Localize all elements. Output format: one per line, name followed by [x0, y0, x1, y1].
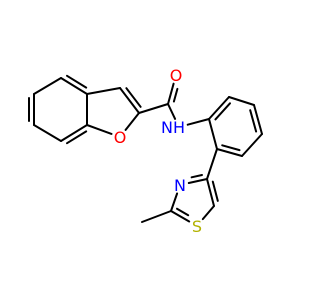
- bond-thiazole-n3-c2: [170, 192, 179, 212]
- bond-thiazole-c2-s1-second-line: [176, 207, 190, 217]
- atom-labels: O O NH N S: [114, 66, 202, 236]
- bond-aryl-4: [241, 133, 263, 157]
- bond-aryl-thiazole: [206, 148, 218, 180]
- bond-aryl-1: [208, 96, 230, 120]
- furan-oxygen-label: O: [114, 128, 127, 147]
- bond-benzo-3-second-line: [66, 130, 88, 145]
- bond-thiazole-methyl: [141, 210, 172, 223]
- bond-furan-c3a-c3: [86, 87, 121, 95]
- bond-thiazole-c5-c4-second-line: [211, 180, 219, 202]
- bond-nitrogen-aryl: [186, 118, 210, 126]
- bond-furan-c3-c2: [119, 87, 140, 114]
- bond-c2-carbonyl: [138, 103, 169, 114]
- bond-thiazole-c2-s1: [170, 210, 191, 223]
- bond-aryl-3-second-line: [249, 109, 258, 133]
- molecule-structure-diagram: O O NH N S: [28, 66, 263, 236]
- bond-benzo-6: [33, 77, 62, 95]
- bond-thiazole-s1-c5: [201, 205, 215, 221]
- bond-carbonyl-oxygen: [167, 82, 175, 105]
- bond-thiazole-c4-n3: [187, 178, 208, 184]
- bond-aryl-1-second-line: [214, 102, 231, 121]
- bond-thiazole-c4-n3-second-line: [190, 174, 203, 179]
- bond-aryl-2: [228, 96, 255, 106]
- thiazole-nitrogen-label: N: [174, 176, 186, 195]
- thiazole-sulfur-label: S: [192, 217, 202, 236]
- bond-benzo-3: [60, 124, 88, 142]
- bond-benzo-5-second-line: [66, 74, 88, 89]
- bond-carbonyl-nitrogen: [167, 103, 177, 120]
- bond-lines: [28, 74, 263, 223]
- bond-aryl-5-second-line: [221, 144, 241, 152]
- carbonyl-oxygen-label: O: [170, 66, 183, 85]
- bond-aryl-5: [216, 148, 243, 157]
- bond-benzo-2: [33, 124, 62, 142]
- bond-furan-o1-c7a: [86, 124, 113, 135]
- bond-thiazole-c5-c4: [206, 178, 215, 207]
- bond-aryl-3: [253, 104, 263, 135]
- bond-carbonyl-oxygen-second-line: [172, 87, 179, 103]
- bond-furan-c2-o1: [124, 112, 140, 131]
- amide-nh-label: NH: [161, 118, 185, 137]
- bond-furan-c3-c2-second-line: [125, 87, 142, 108]
- bond-benzo-5: [60, 77, 88, 95]
- bond-aryl-6: [208, 118, 218, 150]
